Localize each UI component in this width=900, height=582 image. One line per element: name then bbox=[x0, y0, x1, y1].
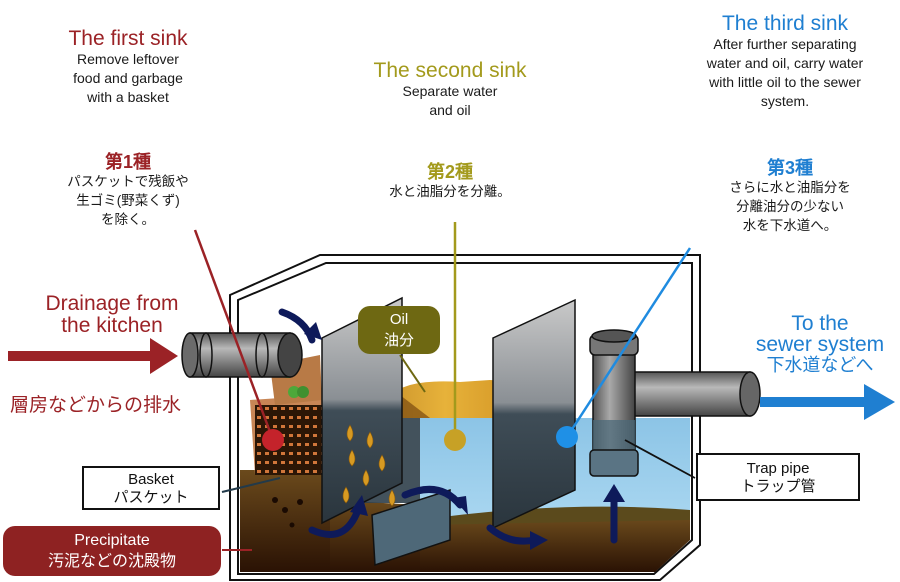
leader-basket bbox=[221, 477, 281, 493]
precipitate-callout-jp-label: 汚泥などの沈殿物 bbox=[47, 553, 176, 570]
inlet-pipe bbox=[181, 332, 303, 378]
inlet-label: Drainage from the kitchen bbox=[22, 293, 202, 337]
second-sink-block: The second sink Separate water and oil bbox=[350, 60, 550, 120]
first-sink-jp-line-1: パスケットで残飯や bbox=[67, 174, 189, 189]
first-sink-jp-line-3: を除く。 bbox=[101, 212, 155, 227]
first-sink-block: The first sink Remove leftover food and … bbox=[28, 28, 228, 107]
oil-callout-label: Oil bbox=[389, 311, 409, 328]
trap-pipe-callout-label: Trap pipe bbox=[746, 460, 810, 477]
third-sink-description-line-4: system. bbox=[760, 93, 810, 109]
second-sink-description-line-1: Separate water bbox=[402, 83, 498, 99]
trap-pipe-callout-jp-label: トラップ管 bbox=[740, 478, 816, 495]
second-sink-jp-line-1: 水と油脂分を分離。 bbox=[389, 184, 511, 199]
leader-first-sink bbox=[193, 229, 275, 441]
third-sink-jp-line-3: 水を下水道へ。 bbox=[742, 218, 838, 233]
third-sink-description-line-1: After further separating bbox=[713, 36, 857, 52]
oil-droplets bbox=[342, 424, 396, 507]
basket-callout: Basket パスケット bbox=[82, 466, 220, 510]
oil-callout-jp-label: 油分 bbox=[383, 332, 414, 349]
marker-first-sink bbox=[262, 429, 284, 451]
outlet-jp-label: 下水道などへ bbox=[766, 355, 874, 375]
outlet-label-line-2: sewer system bbox=[755, 333, 885, 356]
third-sink-description-line-2: water and oil, carry water bbox=[706, 55, 864, 71]
first-sink-description-line-3: with a basket bbox=[87, 89, 169, 105]
inlet-label-line-1: Drainage from bbox=[45, 292, 179, 315]
precipitate-callout: Precipitate 汚泥などの沈殿物 bbox=[3, 526, 221, 576]
basket-callout-jp-label: パスケット bbox=[113, 489, 189, 506]
outlet-arrow-icon bbox=[760, 384, 895, 420]
third-sink-description-line-3: with little oil to the sewer bbox=[709, 74, 861, 90]
second-sink-jp-title: 第2種 bbox=[426, 162, 473, 182]
third-sink-block: The third sink After further separating … bbox=[680, 13, 890, 111]
inlet-jp-label: 層房などからの排水 bbox=[10, 395, 182, 416]
precipitate-callout-label: Precipitate bbox=[74, 532, 150, 549]
inlet-label-line-2: the kitchen bbox=[61, 314, 163, 337]
first-sink-description-line-2: food and garbage bbox=[73, 70, 183, 86]
outlet-label: To the sewer system 下水道などへ bbox=[745, 313, 895, 375]
inlet-arrow-icon bbox=[8, 338, 178, 374]
leader-trap-pipe bbox=[624, 439, 696, 479]
third-sink-title: The third sink bbox=[721, 12, 849, 35]
third-sink-jp-block: 第3種 さらに水と油脂分を 分離油分の少ない 水を下水道へ。 bbox=[700, 158, 880, 235]
lower-baffle bbox=[371, 488, 451, 567]
flow-arrowheads bbox=[304, 322, 625, 550]
basket-callout-label: Basket bbox=[128, 471, 174, 488]
flow-arrow-in bbox=[278, 308, 316, 344]
leader-oil bbox=[399, 354, 426, 393]
first-sink-jp-title: 第1種 bbox=[104, 152, 151, 172]
first-sink-description-line-1: Remove leftover bbox=[77, 51, 179, 67]
marker-third-sink bbox=[556, 426, 578, 448]
marker-second-sink bbox=[444, 429, 466, 451]
first-sink-jp-block: 第1種 パスケットで残飯や 生ゴミ(野菜くず) を除く。 bbox=[28, 152, 228, 229]
flow-arrow-under-plate bbox=[308, 506, 362, 538]
third-sink-jp-title: 第3種 bbox=[766, 158, 813, 178]
outlet-label-line-1: To the bbox=[791, 312, 849, 335]
second-sink-jp-block: 第2種 水と油脂分を分離。 bbox=[350, 162, 550, 201]
trap-pipe-callout: Trap pipe トラップ管 bbox=[696, 453, 860, 501]
third-sink-jp-line-2: 分離油分の少ない bbox=[736, 199, 844, 214]
first-sink-title: The first sink bbox=[68, 27, 188, 50]
second-sink-title: The second sink bbox=[373, 59, 527, 82]
leader-third-sink bbox=[565, 247, 692, 438]
baffle-plate-2 bbox=[492, 298, 576, 530]
first-sink-jp-line-2: 生ゴミ(野菜くず) bbox=[76, 193, 180, 208]
third-sink-jp-line-1: さらに水と油脂分を bbox=[729, 180, 851, 195]
second-sink-description-line-2: and oil bbox=[429, 102, 471, 118]
oil-callout: Oil 油分 bbox=[358, 306, 440, 354]
